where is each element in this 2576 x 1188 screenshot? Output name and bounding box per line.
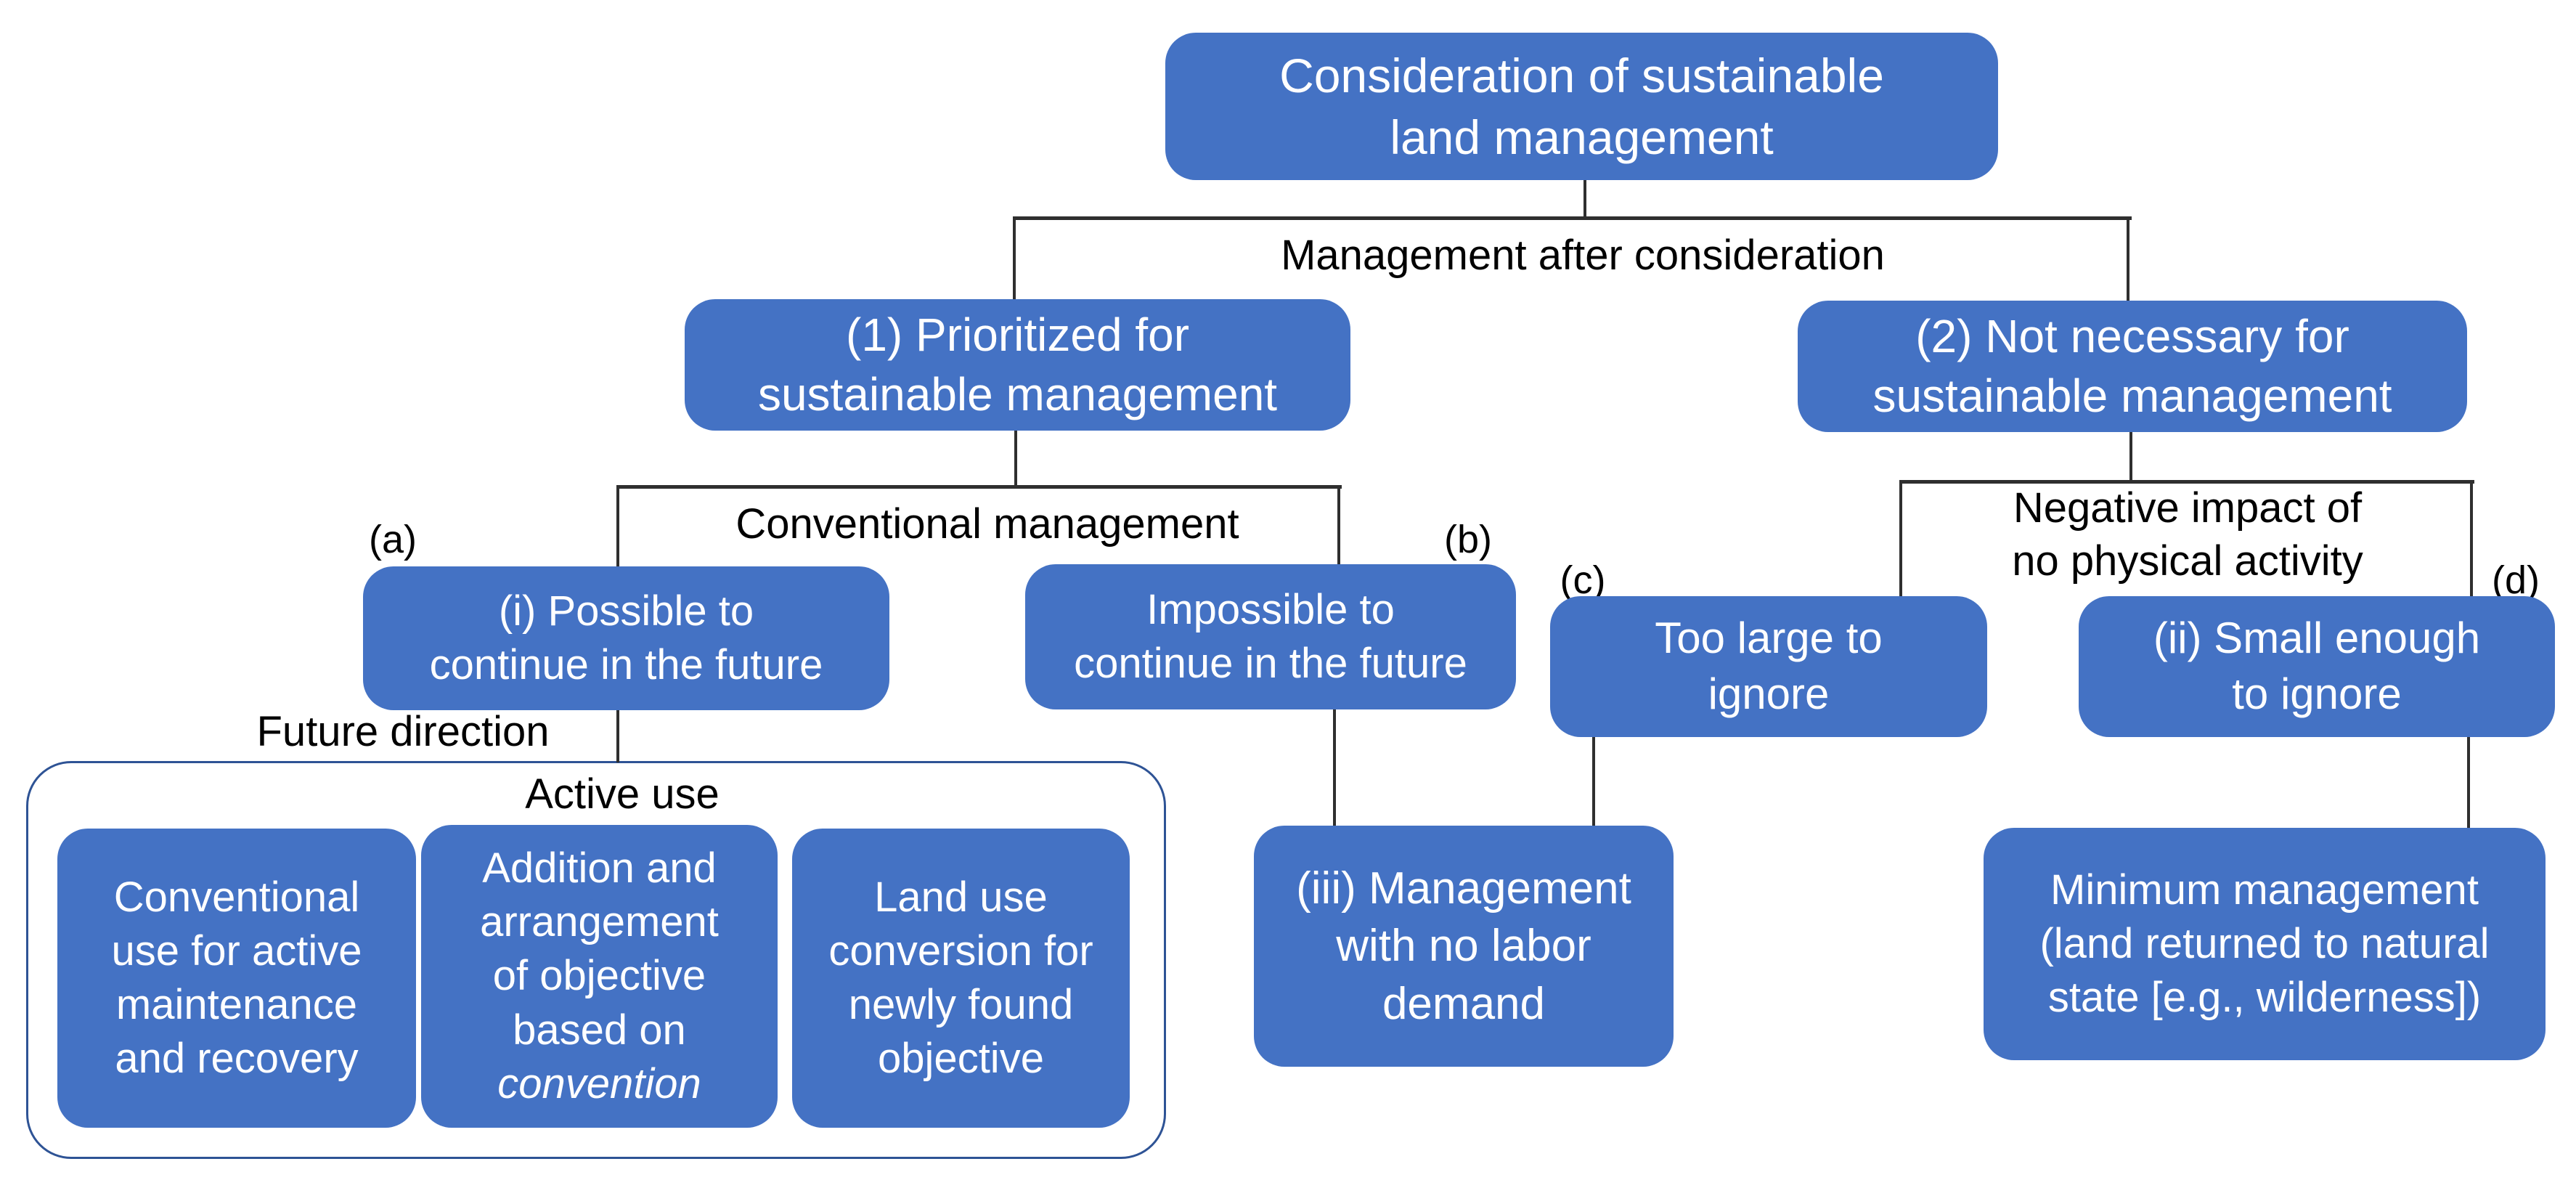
connector-bar3-to-too-large: [1899, 480, 1902, 598]
connector-bar1-to-not-necessary: [2127, 216, 2129, 302]
connector-not-necessary-to-bar3: [2129, 432, 2132, 483]
node-land-use: Land use conversion for newly found obje…: [792, 829, 1130, 1128]
connector-bar3: [1899, 480, 2474, 484]
node-possible: (i) Possible to continue in the future: [363, 566, 889, 710]
connector-bar2: [616, 485, 1342, 489]
label-a: (a): [369, 518, 417, 561]
connector-prioritized-to-bar2: [1014, 431, 1017, 488]
label-c: (c): [1560, 558, 1606, 602]
node-minimum-management: Minimum management (land returned to nat…: [1984, 828, 2546, 1060]
connector-bar1: [1013, 216, 2132, 220]
label-d: (d): [2492, 558, 2540, 602]
node-not-necessary: (2) Not necessary for sustainable manage…: [1798, 301, 2467, 432]
node-impossible: Impossible to continue in the future: [1025, 564, 1516, 709]
node-addition-main-text: Addition and arrangement of objective ba…: [480, 844, 719, 1054]
future-direction-container: [26, 761, 1166, 1159]
node-prioritized: (1) Prioritized for sustainable manageme…: [685, 299, 1350, 431]
label-b: (b): [1444, 518, 1492, 561]
node-too-large: Too large to ignore: [1550, 596, 1987, 737]
connector-impossible-to-no-labor: [1333, 709, 1336, 827]
connector-bar2-to-possible: [616, 485, 619, 568]
connector-bar2-to-impossible: [1337, 485, 1340, 566]
connector-bar1-to-prioritized: [1013, 216, 1016, 301]
node-addition-arrangement: Addition and arrangement of objective ba…: [421, 825, 778, 1128]
node-small-enough: (ii) Small enough to ignore: [2079, 596, 2555, 737]
label-active-use: Active use: [525, 770, 720, 818]
connector-bar3-to-small-enough: [2470, 480, 2473, 598]
label-future-direction: Future direction: [256, 708, 550, 755]
node-no-labor: (iii) Management with no labor demand: [1254, 826, 1674, 1067]
connector-too-large-to-no-labor: [1592, 736, 1595, 827]
connector-small-enough-to-minimum: [2467, 736, 2470, 829]
label-negative-impact: Negative impact of no physical activity: [2012, 484, 2363, 585]
connector-top-to-bar1: [1583, 180, 1586, 219]
node-conventional-use: Conventional use for active maintenance …: [57, 829, 416, 1128]
label-conventional-management: Conventional management: [735, 500, 1239, 548]
label-management-after-consideration: Management after consideration: [1281, 232, 1885, 279]
node-addition-italic-text: convention: [497, 1059, 701, 1107]
node-consideration: Consideration of sustainable land manage…: [1165, 33, 1998, 180]
connector-possible-to-container: [616, 710, 619, 762]
